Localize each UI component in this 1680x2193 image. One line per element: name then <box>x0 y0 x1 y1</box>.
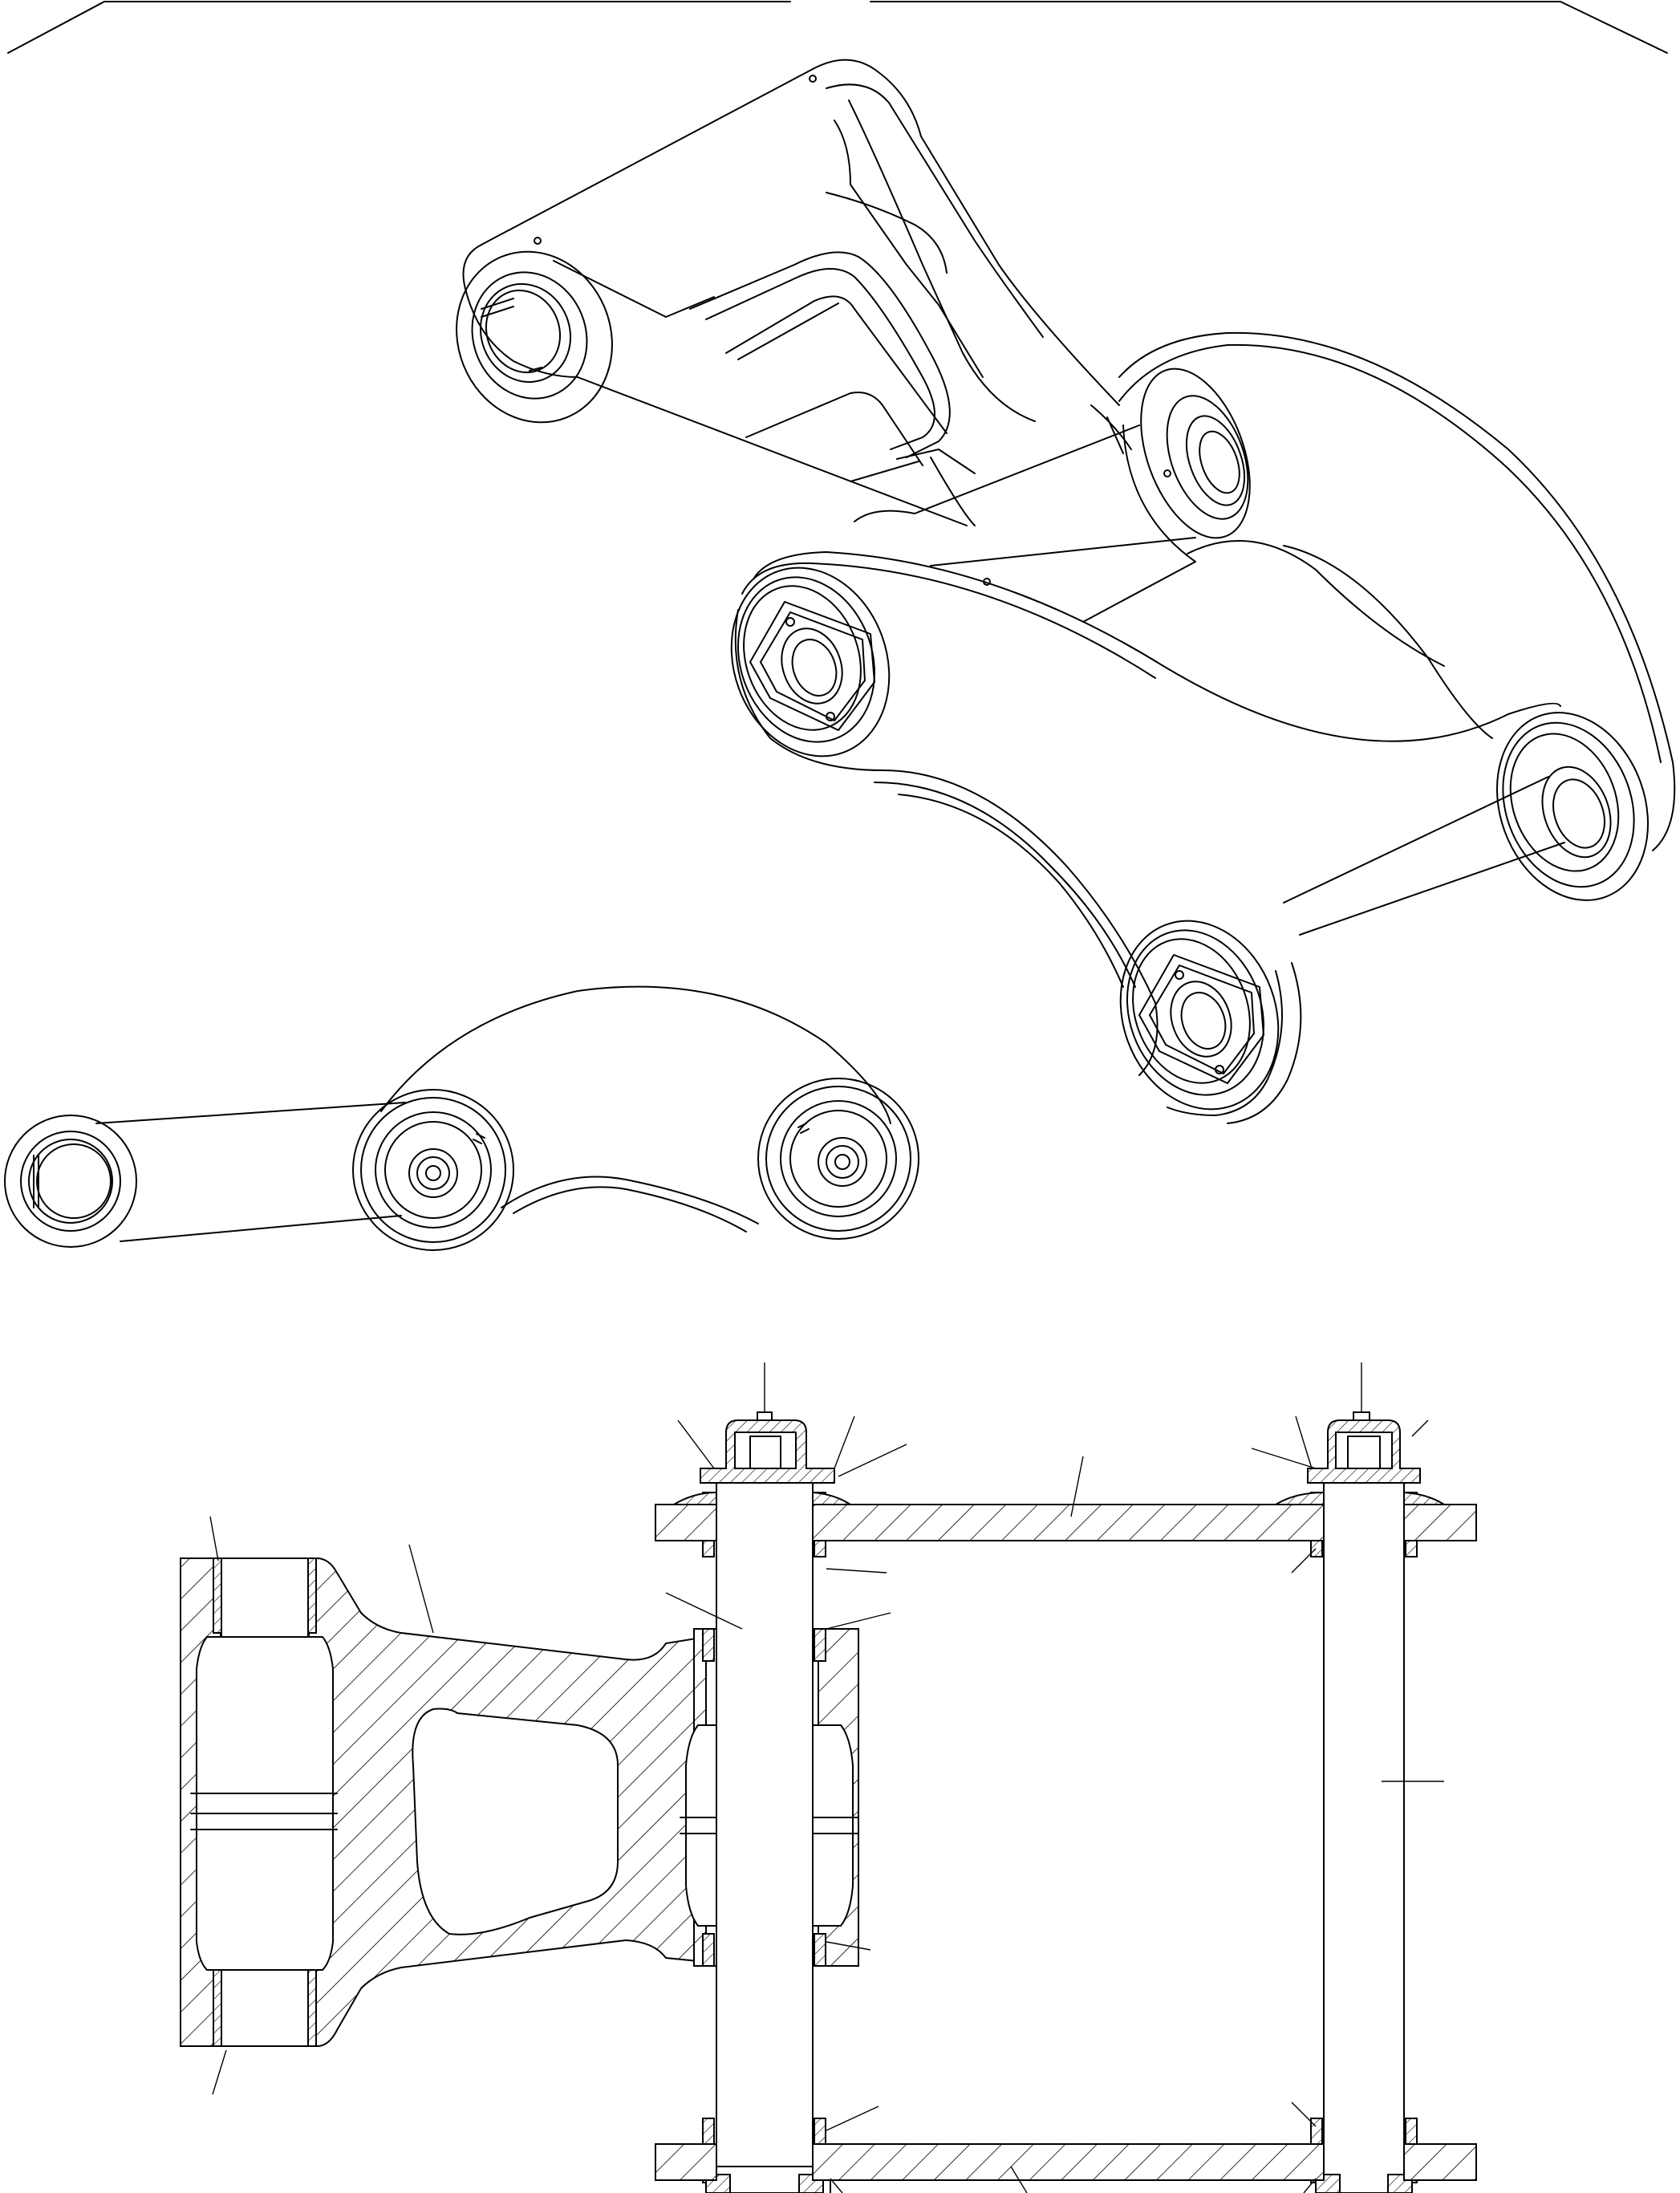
cross-tube <box>854 368 1251 623</box>
sheet-border <box>7 1 1668 54</box>
section-pin-left <box>700 1363 835 2193</box>
back-pivot-pin <box>1283 712 1650 936</box>
section-view <box>180 1363 1477 2193</box>
section-plate-bottom <box>655 2143 1477 2181</box>
upper-arm-eye <box>456 250 613 424</box>
upper-arm <box>462 59 1132 526</box>
leader-lines <box>209 1415 1444 2193</box>
isometric-view <box>456 59 1676 1124</box>
back-side-plate <box>1118 331 1676 851</box>
side-eye-right <box>757 1078 919 1240</box>
side-eye-middle <box>352 1089 514 1251</box>
side-view <box>4 985 919 1251</box>
fastener-dots <box>534 75 1171 586</box>
lower-pivot-cap <box>1119 920 1280 1111</box>
side-eye-left <box>4 1115 137 1248</box>
section-plate-top <box>655 1491 1477 1541</box>
section-arm-body <box>180 1557 707 2047</box>
section-pin-right <box>1307 1363 1421 2193</box>
front-pivot-cap <box>730 567 891 757</box>
